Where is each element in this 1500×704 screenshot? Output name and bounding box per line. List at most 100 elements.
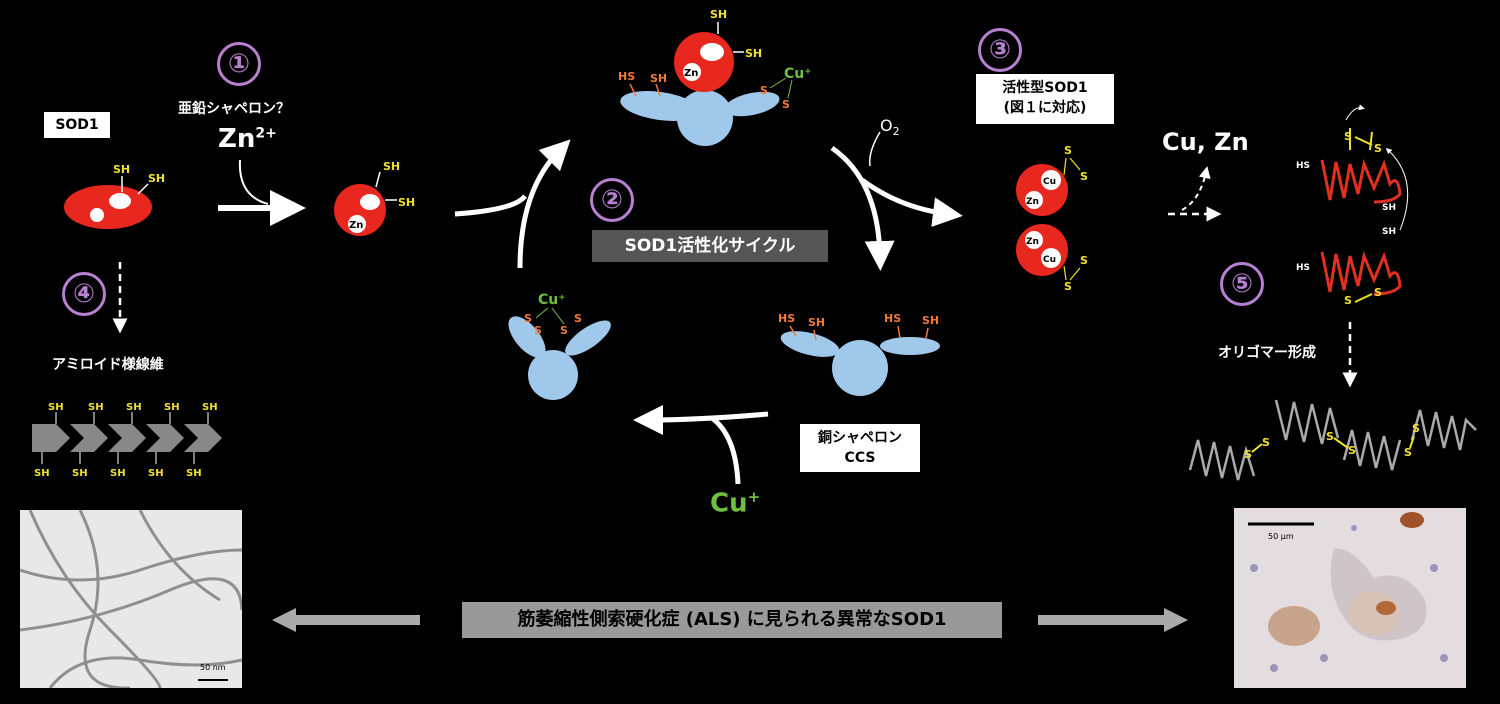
- ccs-sod1-complex: Zn SH SH HS SH S S Cu⁺: [618, 8, 812, 146]
- hs-text: HS: [1296, 263, 1310, 273]
- cu-plus-label: Cu+: [710, 488, 760, 519]
- active-sod1-line1: 活性型SOD1: [1002, 80, 1088, 96]
- s-text: S: [1344, 130, 1352, 143]
- zinc-chaperone-label: 亜鉛シャペロン？: [178, 101, 290, 117]
- hs-text: HS: [884, 312, 901, 325]
- o2-label: O2: [880, 116, 900, 138]
- apo-sod1: SH SH: [64, 163, 165, 229]
- svg-text:SH: SH: [88, 402, 104, 413]
- sh-text: SH: [710, 8, 727, 21]
- zn-text: Zn: [349, 220, 363, 231]
- svg-text:SH: SH: [48, 402, 64, 413]
- s-text: S: [560, 324, 568, 337]
- sh-text: SH: [745, 47, 762, 60]
- o2-subscript: 2: [892, 125, 900, 139]
- svg-text:SH: SH: [126, 402, 142, 413]
- sh-text: SH: [922, 314, 939, 327]
- zn-binding-curve: [238, 159, 269, 205]
- histology-micrograph: 50 μm: [1234, 508, 1466, 688]
- s-text: S: [1374, 142, 1382, 155]
- als-banner: 筋萎縮性側索硬化症 (ALS) に見られる異常なSOD1: [462, 602, 1002, 638]
- copper-chaperone-box: 銅シャペロン CCS: [800, 424, 920, 472]
- sh-text: SH: [1382, 203, 1396, 213]
- s-text: S: [1374, 286, 1382, 299]
- svg-text:SH: SH: [202, 402, 218, 413]
- step-3-number: ③: [978, 28, 1022, 72]
- cu-plus-sup: +: [747, 488, 761, 506]
- oligomer-label: オリゴマー形成: [1218, 345, 1316, 361]
- cu-plus-text: Cu⁺: [538, 292, 566, 308]
- s-text: S: [782, 98, 790, 111]
- em-fibrils-drawing: [20, 510, 242, 688]
- cycle-title: SOD1活性化サイクル: [624, 236, 796, 256]
- o2-line: [868, 131, 881, 167]
- s-text: S: [1080, 170, 1088, 183]
- svg-text:SH: SH: [34, 468, 50, 479]
- svg-text:SH: SH: [110, 468, 126, 479]
- metal-release-curve: [1181, 166, 1211, 211]
- s-text: S: [1064, 280, 1072, 293]
- svg-text:SH: SH: [148, 468, 164, 479]
- zn-text: Zn: [1026, 237, 1039, 247]
- ccs-cu-complex: Cu⁺ S S S S: [508, 292, 611, 400]
- hs-text: HS: [618, 70, 635, 83]
- svg-text:S: S: [1404, 446, 1412, 459]
- scale-50nm: 50 nm: [200, 663, 226, 672]
- sh-text: SH: [650, 72, 667, 85]
- active-sod1-dimer: Cu Zn S S Zn Cu S S: [1016, 144, 1088, 293]
- oligomer-chains: [1188, 399, 1477, 481]
- em-micrograph: 50 nm: [20, 510, 242, 688]
- s-text: S: [1064, 144, 1072, 157]
- svg-text:SH: SH: [164, 402, 180, 413]
- sh-text: SH: [113, 163, 130, 176]
- active-sod1-box: 活性型SOD1 (図１に対応): [976, 74, 1114, 124]
- scale-50um: 50 μm: [1268, 532, 1294, 541]
- cu-entry-arrow: [710, 416, 741, 485]
- cu-text: Cu: [1043, 255, 1056, 265]
- misfolded-sod1: S S S S HS SH SH HS: [1296, 104, 1409, 307]
- zn-text: Zn: [684, 68, 698, 79]
- active-sod1-line2: (図１に対応): [1003, 100, 1087, 116]
- s-text: S: [1080, 254, 1088, 267]
- cu-zn-label: Cu, Zn: [1162, 128, 1249, 156]
- zn-ion-label: Zn2+: [218, 124, 277, 154]
- svg-text:S: S: [1348, 444, 1356, 457]
- hs-text: HS: [778, 312, 795, 325]
- zn-ion-charge: 2+: [255, 125, 277, 142]
- cycle-exit-arrow: [860, 177, 963, 228]
- s-text: S: [574, 312, 582, 325]
- copper-chaperone-line2: CCS: [844, 450, 876, 466]
- svg-text:SH: SH: [186, 468, 202, 479]
- sh-text: SH: [383, 160, 400, 173]
- step-2-number: ②: [590, 178, 634, 222]
- cycle-arrow-left: [517, 139, 571, 269]
- hs-text: HS: [1296, 161, 1310, 171]
- copper-chaperone-line1: 銅シャペロン: [818, 430, 902, 446]
- cycle-title-box: SOD1活性化サイクル: [592, 230, 828, 262]
- s-text: S: [760, 84, 768, 97]
- sh-text: SH: [398, 196, 415, 209]
- cycle-entry-arrow: [454, 194, 528, 217]
- ccs-apo: HS SH HS SH: [778, 312, 940, 396]
- cu-plus-text: Cu⁺: [784, 66, 812, 82]
- svg-text:S: S: [1262, 436, 1270, 449]
- histology-drawing: [1248, 512, 1448, 672]
- s-text: S: [524, 312, 532, 325]
- s-text: S: [534, 324, 542, 337]
- oligomer-disulfides: S S S S S S: [1244, 422, 1420, 461]
- sod1-label: SOD1: [55, 117, 99, 133]
- als-banner-text: 筋萎縮性側索硬化症 (ALS) に見られる異常なSOD1: [517, 609, 947, 630]
- step-4-number: ④: [62, 272, 106, 316]
- svg-text:S: S: [1244, 448, 1252, 461]
- step-1-number: ①: [217, 42, 261, 86]
- step-5-number: ⑤: [1220, 262, 1264, 306]
- zn-text: Zn: [1026, 197, 1039, 207]
- zn-ion-text: Zn: [218, 124, 256, 154]
- svg-text:S: S: [1412, 422, 1420, 435]
- sh-text: SH: [808, 316, 825, 329]
- sh-text: SH: [1382, 227, 1396, 237]
- cu-plus-text: Cu: [710, 488, 748, 519]
- o2-text: O: [880, 116, 893, 135]
